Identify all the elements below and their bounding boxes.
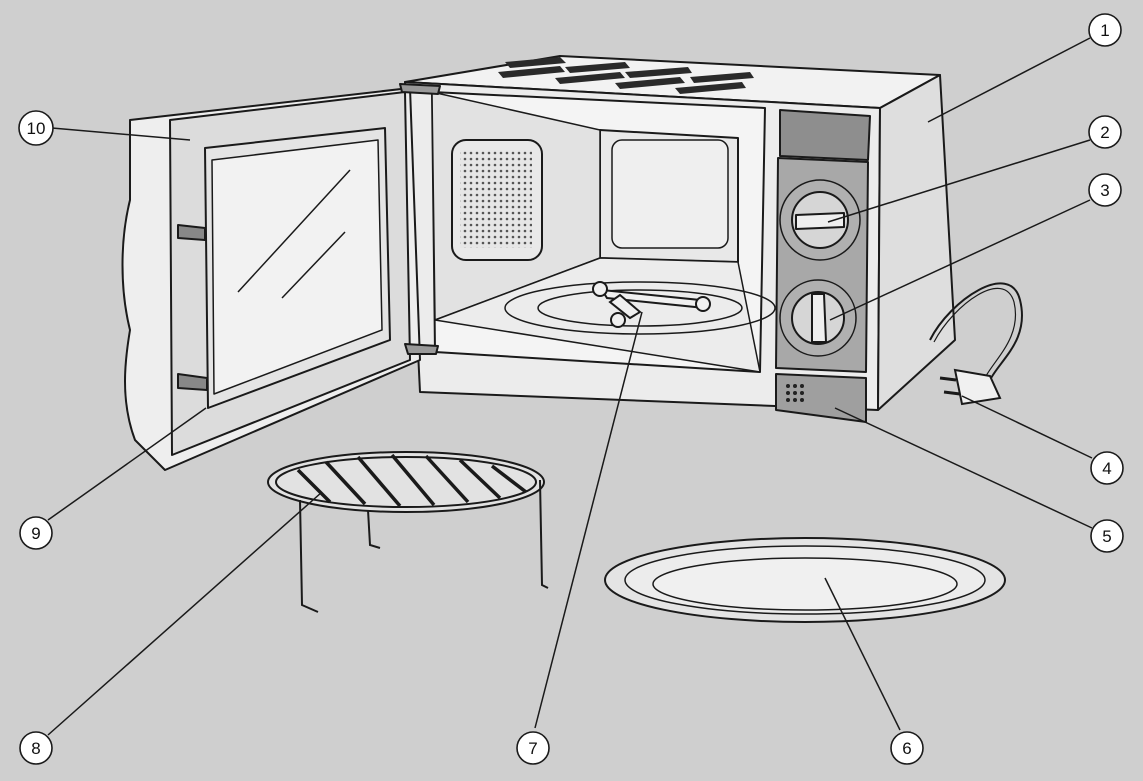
waveguide-mesh bbox=[460, 150, 532, 248]
hinge-lower bbox=[404, 343, 439, 355]
callout-1: 1 bbox=[1088, 13, 1122, 47]
leader-1 bbox=[927, 37, 1091, 123]
cavity-turntable-ring-inner bbox=[537, 289, 743, 327]
callout-7: 7 bbox=[516, 731, 550, 765]
callout-2-label: 2 bbox=[1100, 123, 1109, 142]
rack-leg-middle bbox=[367, 509, 381, 549]
control-panel bbox=[775, 109, 871, 423]
display-window bbox=[779, 109, 871, 161]
power-cord bbox=[929, 282, 1023, 381]
leader-6 bbox=[824, 577, 901, 731]
leader-7 bbox=[534, 311, 643, 729]
cavity-turntable-ring bbox=[504, 281, 776, 335]
leader-3 bbox=[829, 199, 1091, 321]
callout-10: 10 bbox=[18, 110, 54, 146]
timer-knob-grip bbox=[795, 212, 845, 230]
turntable-support-coupler bbox=[592, 281, 711, 328]
glass-reflection-1 bbox=[237, 169, 351, 293]
power-plug bbox=[939, 368, 1002, 406]
power-knob-grip bbox=[811, 293, 827, 343]
grill-rack bbox=[267, 451, 549, 613]
rack-leg-front bbox=[299, 499, 319, 613]
leader-9 bbox=[47, 407, 207, 521]
cabinet-side bbox=[877, 74, 956, 411]
callout-2: 2 bbox=[1088, 115, 1122, 149]
leader-8 bbox=[47, 491, 323, 736]
glass-reflection-2 bbox=[281, 231, 346, 299]
leader-lines bbox=[47, 37, 1093, 736]
callout-4: 4 bbox=[1090, 451, 1124, 485]
callout-5: 5 bbox=[1090, 519, 1124, 553]
callout-3-label: 3 bbox=[1100, 181, 1109, 200]
oven-door bbox=[121, 83, 441, 471]
door-latch-lower bbox=[177, 373, 208, 391]
oven-cavity bbox=[431, 91, 776, 373]
callout-6: 6 bbox=[890, 731, 924, 765]
callout-5-label: 5 bbox=[1102, 527, 1111, 546]
leader-2 bbox=[827, 139, 1091, 223]
leader-4 bbox=[961, 395, 1093, 459]
hinge-upper bbox=[399, 83, 441, 95]
callout-7-label: 7 bbox=[528, 739, 537, 758]
rack-leg-right bbox=[539, 479, 549, 589]
callout-1-label: 1 bbox=[1100, 21, 1109, 40]
callout-8: 8 bbox=[19, 731, 53, 765]
speaker-holes bbox=[786, 384, 804, 402]
cavity-floor bbox=[434, 257, 761, 373]
callout-4-label: 4 bbox=[1102, 459, 1111, 478]
door-latch-upper bbox=[177, 224, 206, 241]
back-wall-recess bbox=[611, 139, 729, 249]
leader-5 bbox=[834, 407, 1093, 529]
glass-turntable bbox=[604, 537, 1006, 623]
callout-6-label: 6 bbox=[902, 739, 911, 758]
callout-10-label: 10 bbox=[27, 119, 46, 138]
door-glass bbox=[211, 139, 383, 395]
callout-9: 9 bbox=[19, 516, 53, 550]
leader-10 bbox=[51, 127, 191, 141]
top-vents bbox=[498, 57, 754, 94]
callouts: 1 2 3 4 5 6 7 8 bbox=[18, 13, 1124, 765]
callout-9-label: 9 bbox=[31, 524, 40, 543]
callout-8-label: 8 bbox=[31, 739, 40, 758]
callout-3: 3 bbox=[1088, 173, 1122, 207]
